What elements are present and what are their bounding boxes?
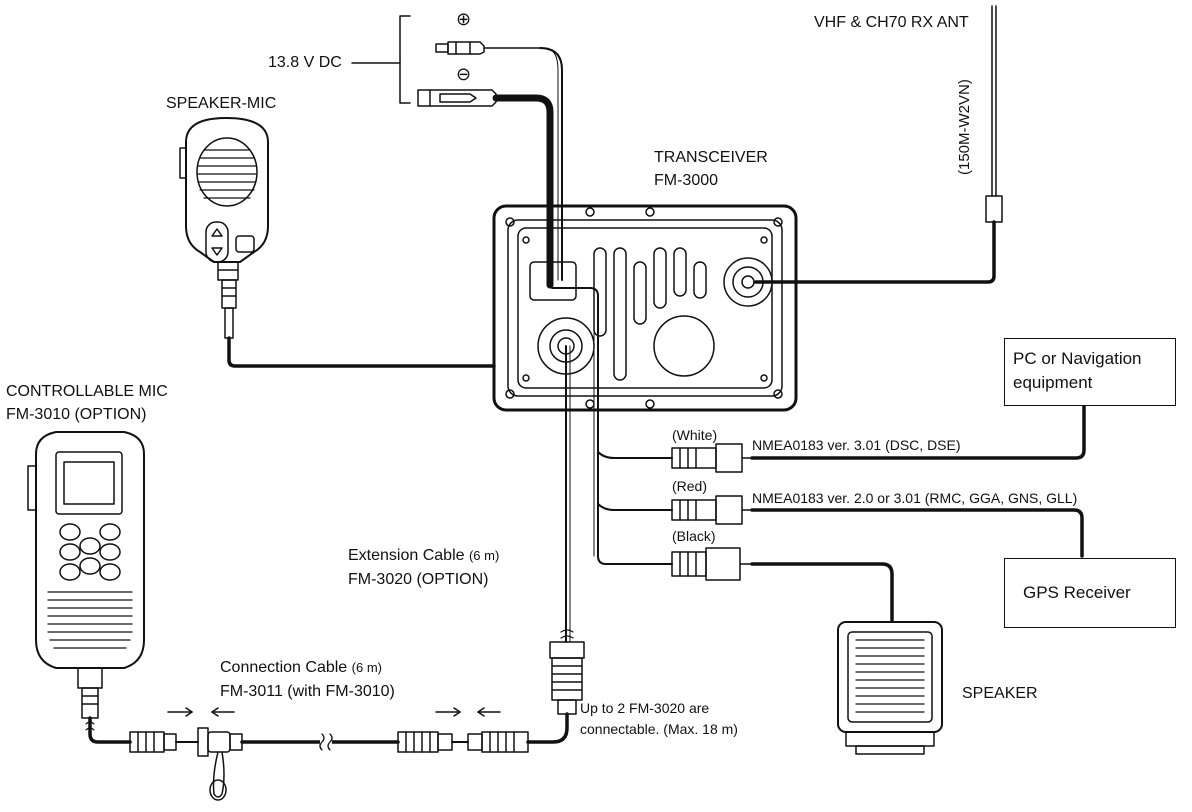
pc-navigation-line1: PC or Navigation [1013,349,1142,368]
upto-line2: connectable. (Max. 18 m) [580,721,738,737]
speaker-unit [837,621,943,755]
dc-power-label: 13.8 V DC [268,54,342,71]
antenna-model: (150M-W2VN) [956,79,973,175]
plus-symbol: ⊕ [456,9,472,29]
red-connector [671,495,753,525]
speaker-cable [750,562,894,622]
extension-cable-model: FM-3020 (OPTION) [348,571,489,588]
black-connector [671,547,753,581]
transceiver-model: FM-3000 [654,172,719,189]
transceiver [492,204,798,412]
extension-plug [549,641,585,715]
gps-receiver-label: GPS Receiver [1023,583,1131,602]
extension-plug-end [467,731,529,753]
antenna [754,5,1003,284]
power-cable-plus [539,47,563,281]
speaker-mic [179,117,496,368]
controllable-mic-title: CONTROLLABLE MIC [6,383,168,400]
connection-cable-length: (6 m) [351,660,382,675]
minus-connector [417,89,497,107]
upto-line1: Up to 2 FM-3020 are [580,700,710,716]
controllable-mic-model: FM-3010 (OPTION) [6,406,147,423]
white-connector [671,443,753,473]
extension-cable-label: Extension Cable (6 m) [348,547,499,565]
gps-receiver-box: GPS Receiver [1004,558,1176,628]
plus-connector [435,41,541,55]
extension-cable-length: (6 m) [468,548,500,563]
connect-arrows-right [435,707,501,717]
red-wire-label: (Red) [672,478,708,494]
nmea-red-label: NMEA0183 ver. 2.0 or 3.01 (RMC, GGA, GNS… [752,490,1078,506]
pc-navigation-box: PC or Navigation equipment [1004,338,1176,406]
speaker-label: SPEAKER [962,685,1038,702]
nmea-white-label: NMEA0183 ver. 3.01 (DSC, DSE) [752,437,961,453]
power-cable-minus [492,94,554,289]
white-wire [597,451,673,459]
connection-cable-label: Connection Cable (6 m) [220,659,382,677]
transceiver-title: TRANSCEIVER [654,149,768,166]
harness-cable [551,287,673,565]
connection-socket [197,727,243,801]
connection-cable-name: Connection Cable [220,659,348,676]
speaker-mic-label: SPEAKER-MIC [166,95,277,112]
connection-cable [88,716,132,744]
minus-symbol: ⊖ [456,64,472,84]
white-wire-label: (White) [672,427,718,443]
gps-cable [750,508,1084,558]
connection-plug-mid [397,731,469,753]
connection-cable-model: FM-3011 (with FM-3010) [220,683,395,700]
pc-cable [750,404,1086,460]
dc-power-bracket [351,15,411,104]
red-wire [597,503,673,511]
connect-arrows-left [167,707,235,717]
pc-navigation-line2: equipment [1013,373,1093,392]
extension-cable-name: Extension Cable [348,547,465,564]
connection-plug-left [129,731,199,753]
controllable-mic [27,431,145,731]
antenna-title: VHF & CH70 RX ANT [814,14,969,31]
extension-cable [526,712,569,744]
black-wire-label: (Black) [672,528,716,544]
